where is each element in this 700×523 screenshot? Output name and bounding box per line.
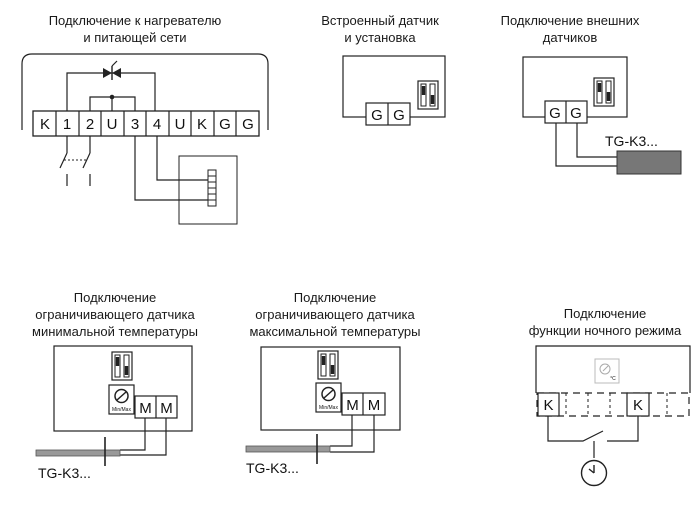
title-line: и установка bbox=[344, 30, 416, 45]
title-night-mode: Подключение функции ночного режима bbox=[515, 305, 695, 339]
triac-wiring bbox=[66, 72, 156, 111]
terminal-m: M bbox=[368, 397, 381, 414]
dial-label: Min/Max bbox=[319, 405, 338, 411]
heater-connection-diagram: K 1 2 U 3 4 U K G G bbox=[21, 53, 269, 225]
external-sensor-body bbox=[616, 150, 682, 175]
terminal-k: K bbox=[543, 397, 553, 414]
sensor-wire bbox=[576, 123, 617, 158]
terminal-g: G bbox=[570, 105, 582, 122]
title-line: минимальной температуры bbox=[32, 324, 198, 339]
thermometer-icon: °C bbox=[594, 358, 620, 384]
heater-wire-4 bbox=[156, 136, 208, 181]
title-external-sensors: Подключение внешних датчиков bbox=[500, 12, 640, 46]
builtin-sensor-diagram: G G bbox=[342, 55, 446, 126]
terminal-g: G bbox=[219, 116, 231, 133]
title-line: Подключение bbox=[293, 290, 377, 305]
title-builtin-sensor: Встроенный датчик и установка bbox=[320, 12, 440, 46]
title-line: ограничивающего датчика bbox=[35, 307, 195, 322]
sensor-wire bbox=[330, 415, 353, 447]
controller-outline bbox=[21, 53, 269, 130]
title-line: функции ночного режима bbox=[528, 323, 682, 338]
terminal-1: 1 bbox=[63, 116, 71, 133]
max-limit-sensor-diagram: Min/Max M M TG-K3... bbox=[245, 346, 401, 476]
sensor-probe bbox=[35, 449, 121, 457]
dip-switch-icon bbox=[317, 350, 339, 380]
temp-unit-label: °C bbox=[610, 376, 616, 382]
title-max-limit-sensor: Подключение ограничивающего датчика макс… bbox=[235, 289, 435, 340]
title-line: и питающей сети bbox=[83, 30, 187, 45]
sensor-model-label: TG-K3... bbox=[246, 460, 299, 476]
title-heater-connection: Подключение к нагревателю и питающей сет… bbox=[0, 12, 270, 46]
triac-icon bbox=[103, 60, 121, 80]
title-line: Подключение к нагревателю bbox=[48, 13, 222, 28]
terminal-m: M bbox=[139, 400, 152, 417]
dip-switch-icon bbox=[111, 351, 133, 381]
sensor-wire bbox=[555, 123, 617, 167]
title-line: максимальной температуры bbox=[249, 324, 421, 339]
terminal-k: K bbox=[633, 397, 643, 414]
terminal-3: 3 bbox=[131, 116, 139, 133]
sensor-model-label: TG-K3... bbox=[38, 465, 91, 481]
dip-switch-icon bbox=[593, 77, 615, 107]
title-line: датчиков bbox=[542, 30, 598, 45]
switch-wire bbox=[607, 416, 639, 442]
terminal-m: M bbox=[346, 397, 359, 414]
terminal-g: G bbox=[242, 116, 254, 133]
title-min-limit-sensor: Подключение ограничивающего датчика мини… bbox=[20, 289, 210, 340]
title-line: Подключение внешних bbox=[500, 13, 640, 28]
sensor-probe bbox=[245, 445, 331, 453]
dip-switch-icon bbox=[417, 80, 439, 110]
dial-label: Min/Max bbox=[112, 407, 131, 413]
title-line: Подключение bbox=[563, 306, 647, 321]
terminal-g: G bbox=[549, 105, 561, 122]
sensor-wire bbox=[330, 415, 375, 453]
sensor-wire bbox=[120, 418, 167, 456]
title-line: Подключение bbox=[73, 290, 157, 305]
terminal-m: M bbox=[160, 400, 173, 417]
min-limit-sensor-diagram: Min/Max M M TG-K3... bbox=[35, 345, 193, 481]
terminal-g: G bbox=[393, 107, 405, 124]
sensor-model-label: TG-K3... bbox=[605, 133, 658, 149]
heater-wire-3 bbox=[134, 136, 208, 201]
terminal-k: K bbox=[197, 116, 207, 133]
night-mode-diagram: °C K K bbox=[535, 345, 691, 487]
terminal-u: U bbox=[175, 116, 186, 133]
terminal-k: K bbox=[40, 116, 50, 133]
terminal-2: 2 bbox=[86, 116, 94, 133]
terminal-strip bbox=[536, 392, 690, 417]
controller-outline bbox=[535, 345, 691, 393]
clock-icon bbox=[580, 459, 608, 487]
title-line: ограничивающего датчика bbox=[255, 307, 415, 322]
terminal-g: G bbox=[371, 107, 383, 124]
title-line: Встроенный датчик bbox=[321, 13, 439, 28]
terminal-4: 4 bbox=[153, 116, 161, 133]
mains-switch bbox=[59, 136, 91, 186]
external-sensors-diagram: G G TG-K3... bbox=[522, 56, 682, 175]
switch-wire bbox=[547, 416, 604, 442]
min-max-dial-icon: Min/Max bbox=[315, 382, 342, 413]
sensor-wire bbox=[120, 418, 146, 451]
terminal-u: U bbox=[107, 116, 118, 133]
min-max-dial-icon: Min/Max bbox=[108, 384, 135, 415]
